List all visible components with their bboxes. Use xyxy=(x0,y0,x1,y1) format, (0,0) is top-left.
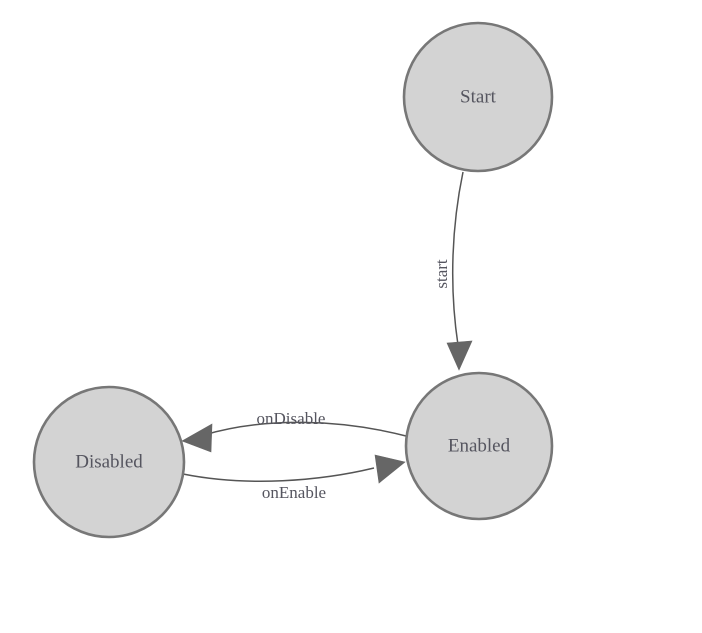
edge-disabled-to-enabled-path xyxy=(182,467,375,482)
edge-label-onenable: onEnable xyxy=(262,483,326,502)
edge-enabled-to-disabled-arrowhead xyxy=(181,423,213,453)
state-node-disabled[interactable]: Disabled xyxy=(32,385,186,539)
state-node-enabled[interactable]: Enabled xyxy=(404,371,554,521)
state-node-start-circle xyxy=(402,21,554,173)
edge-label-ondisable: onDisable xyxy=(257,409,326,428)
state-node-disabled-label: Disabled xyxy=(75,451,143,472)
state-node-start-label: Start xyxy=(460,86,497,107)
state-node-disabled-circle xyxy=(32,385,186,539)
edge-label-start: start xyxy=(432,259,451,289)
state-node-enabled-label: Enabled xyxy=(448,435,511,456)
edge-start-to-enabled[interactable]: start xyxy=(432,171,473,371)
edge-start-to-enabled-path xyxy=(451,171,464,346)
edge-enabled-to-disabled-path xyxy=(203,421,407,437)
edge-disabled-to-enabled-arrowhead xyxy=(374,454,406,484)
edge-disabled-to-enabled[interactable]: onEnable xyxy=(182,454,406,502)
edge-enabled-to-disabled[interactable]: onDisable xyxy=(181,409,407,453)
edge-start-to-enabled-arrowhead xyxy=(446,340,473,371)
state-node-start[interactable]: Start xyxy=(402,21,554,173)
state-node-enabled-circle xyxy=(404,371,554,521)
